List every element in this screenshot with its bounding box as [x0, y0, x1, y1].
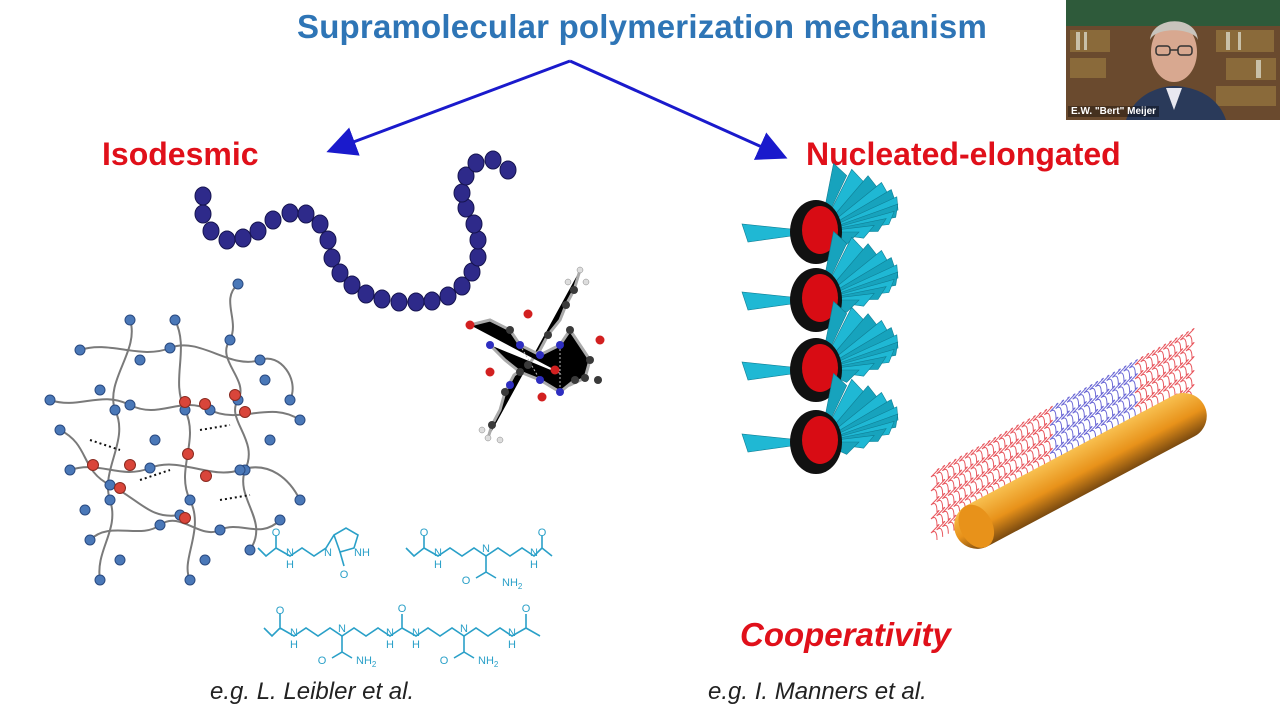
arrow-to-isodesmic: [326, 59, 571, 156]
chain-bead: [331, 263, 349, 283]
chem-nh2-1: NH2: [502, 577, 523, 591]
chem-n-6: N: [290, 627, 298, 639]
chem-h-4: H: [290, 639, 298, 651]
stack-unit: [741, 300, 899, 402]
brush-strand: [1179, 331, 1189, 404]
chain-bead: [457, 166, 475, 186]
isodesmic-reference: e.g. L. Leibler et al.: [210, 678, 415, 705]
chem-o-1: O: [272, 527, 281, 539]
chem-n-3: N: [434, 547, 442, 559]
chem-n-9: N: [412, 627, 420, 639]
chain-bead: [323, 248, 341, 268]
chem-h-7: H: [508, 639, 516, 651]
brush-strand: [930, 468, 940, 541]
chain-bead: [249, 221, 267, 241]
chem-o-3: O: [420, 527, 429, 539]
chain-bead: [439, 286, 457, 306]
nucleated-reference: e.g. I. Manners et al.: [708, 678, 927, 705]
chem-o-2: O: [340, 569, 349, 581]
participant-video-feed: [1066, 0, 1280, 120]
chem-n-1: N: [286, 547, 294, 559]
chem-nh2-2: NH2: [356, 655, 377, 669]
chem-n-5: N: [530, 547, 538, 559]
brush-strand: [936, 464, 946, 537]
chem-o-10: O: [522, 603, 531, 615]
chain-bead: [297, 204, 315, 224]
brush-strand: [941, 461, 951, 534]
chem-nh-1: NH: [354, 547, 370, 559]
chain-bead: [194, 204, 212, 224]
chain-bead: [311, 214, 329, 234]
nucleated-elongated-label: Nucleated-elongated: [806, 136, 1121, 172]
chain-bead: [357, 284, 375, 304]
chem-n-10: N: [460, 623, 468, 635]
chain-bead: [373, 289, 391, 309]
chain-bead: [264, 210, 282, 230]
slide-title: Supramolecular polymerization mechanism: [296, 8, 987, 45]
chain-bead: [423, 291, 441, 311]
chain-bead: [390, 292, 408, 312]
chem-o-5: O: [538, 527, 547, 539]
chain-bead: [234, 228, 252, 248]
chain-bead: [467, 153, 485, 173]
arrow-to-nucleated: [569, 59, 788, 160]
chem-h-6: H: [412, 639, 420, 651]
chain-bead: [484, 150, 502, 170]
chem-h-2: H: [434, 559, 442, 571]
chain-bead: [343, 275, 361, 295]
chem-h-5: H: [386, 639, 394, 651]
chem-o-7: O: [318, 655, 327, 667]
chem-n-7: N: [338, 623, 346, 635]
chain-bead: [499, 160, 517, 180]
chem-n-4: N: [482, 543, 490, 555]
video-thumbnail[interactable]: E.W. "Bert" Meijer: [1066, 0, 1280, 120]
chain-bead: [453, 276, 471, 296]
brush-strand: [947, 458, 957, 531]
brush-strand: [1185, 328, 1195, 401]
chem-o-4: O: [462, 575, 471, 587]
chem-n-8: N: [386, 627, 394, 639]
chem-o-8: O: [398, 603, 407, 615]
chain-bead: [319, 230, 337, 250]
chem-o-9: O: [440, 655, 449, 667]
chem-h-3: H: [530, 559, 538, 571]
isodesmic-label: Isodesmic: [102, 136, 259, 172]
brush-strand: [1174, 334, 1184, 407]
chain-bead: [202, 221, 220, 241]
brush-strand: [1168, 337, 1178, 410]
chem-n-11: N: [508, 627, 516, 639]
participant-name: E.W. "Bert" Meijer: [1068, 106, 1160, 117]
chem-nh2-3: NH2: [478, 655, 499, 669]
chem-h-1: H: [286, 559, 294, 571]
stack-unit: [741, 372, 899, 474]
chem-o-6: O: [276, 605, 285, 617]
cooperativity-label: Cooperativity: [740, 616, 951, 653]
bead-chain: [194, 150, 517, 312]
chem-n-2: N: [324, 547, 332, 559]
chain-bead: [465, 214, 483, 234]
